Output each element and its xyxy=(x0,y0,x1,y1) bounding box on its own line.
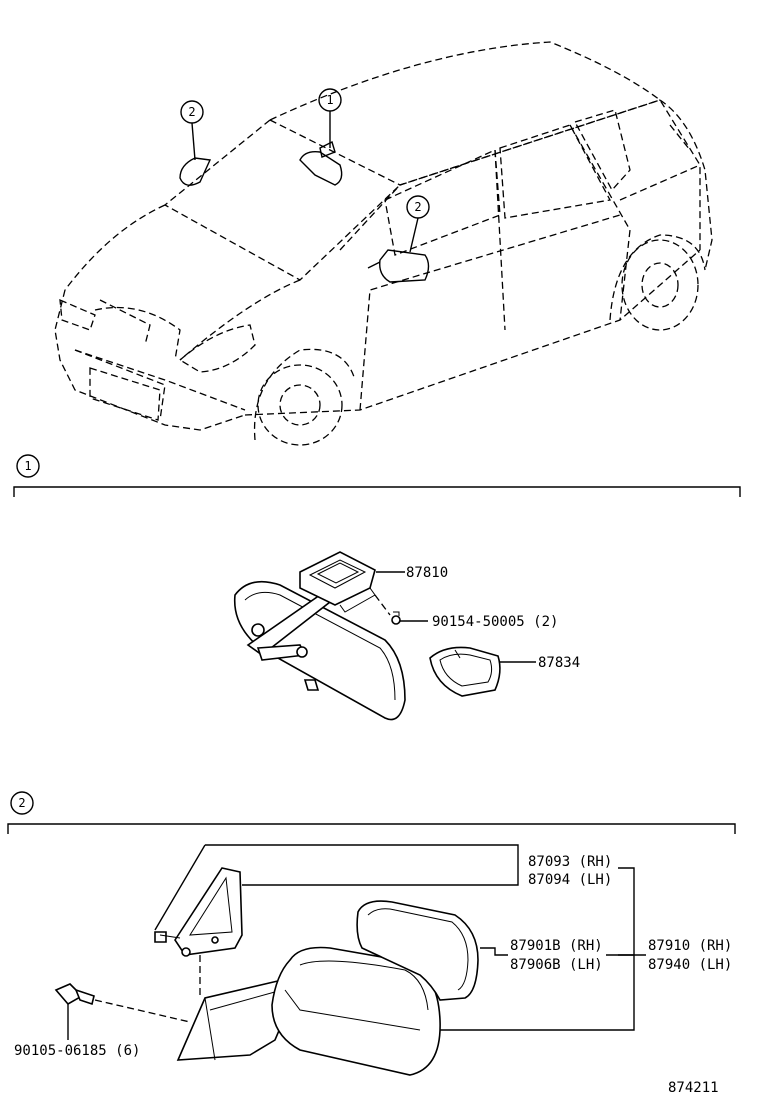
callout-outer-mirror-left: 2 xyxy=(180,100,204,161)
part-number-87834: 87834 xyxy=(538,655,580,671)
part-number-87810: 87810 xyxy=(406,565,448,581)
section-2-header: 2 xyxy=(7,791,736,834)
callout-number: 2 xyxy=(188,105,195,119)
part-number-87906b-lh: 87906B (LH) xyxy=(510,957,603,973)
section-2-marker: 2 xyxy=(18,796,25,810)
vehicle-outline xyxy=(54,41,713,446)
part-number-87901b-rh: 87901B (RH) xyxy=(510,938,603,954)
callout-rear-view-mirror: 1 xyxy=(318,88,342,148)
part-number-90105-06185: 90105-06185 (6) xyxy=(14,1043,140,1059)
callout-number: 2 xyxy=(414,200,421,214)
vehicle-mirror-highlights xyxy=(179,141,430,283)
callout-outer-mirror-right: 2 xyxy=(406,195,430,253)
inner-rear-view-mirror-drawing xyxy=(233,551,501,721)
illustration-number: 874211 xyxy=(668,1080,719,1096)
callout-number: 1 xyxy=(326,93,333,107)
part-number-87940-lh: 87940 (LH) xyxy=(648,957,732,973)
section-1-marker: 1 xyxy=(24,459,31,473)
part-number-87910-rh: 87910 (RH) xyxy=(648,938,732,954)
part-number-90154-50005: 90154-50005 (2) xyxy=(432,614,558,630)
outer-mirror-drawing xyxy=(54,867,479,1076)
section-1-header: 1 xyxy=(13,454,741,497)
part-number-87094-lh: 87094 (LH) xyxy=(528,872,612,888)
part-number-87093-rh: 87093 (RH) xyxy=(528,854,612,870)
